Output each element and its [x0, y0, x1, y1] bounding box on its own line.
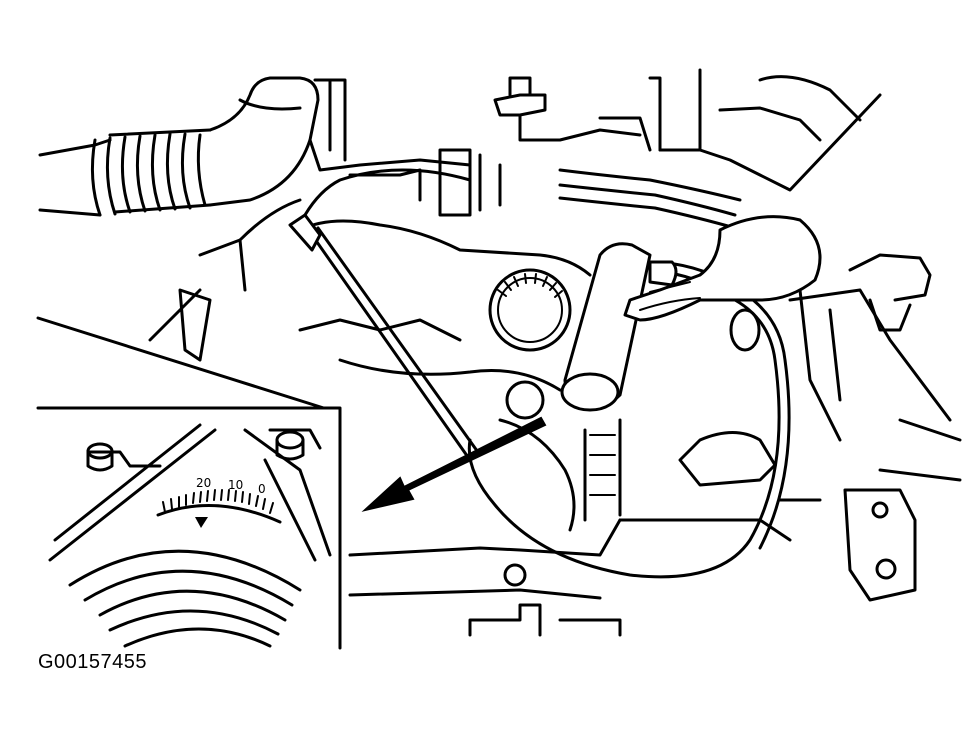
timing-pointer — [195, 517, 208, 528]
lower-frame — [348, 518, 622, 637]
timing-mark-inset: 20 10 0 — [36, 406, 342, 650]
scale-mark-0: 0 — [258, 482, 266, 496]
pointer-arrow-icon — [361, 416, 547, 512]
timing-light-icon — [238, 168, 822, 579]
left-bracket — [148, 238, 247, 362]
timing-scale-icon: 20 10 0 — [156, 476, 282, 528]
scale-mark-10: 10 — [228, 478, 243, 492]
engine-pulley-icon — [68, 549, 302, 648]
crankshaft-pulley-area — [298, 219, 622, 532]
engine-block-upper — [308, 68, 882, 230]
bolt-icon — [86, 442, 162, 472]
bolt-icon — [268, 428, 322, 461]
figure-id-label: G00157455 — [38, 651, 148, 673]
scale-mark-20: 20 — [196, 476, 211, 490]
crossmember — [36, 316, 332, 412]
intake-hose — [38, 76, 320, 217]
engine-compartment — [36, 68, 962, 637]
